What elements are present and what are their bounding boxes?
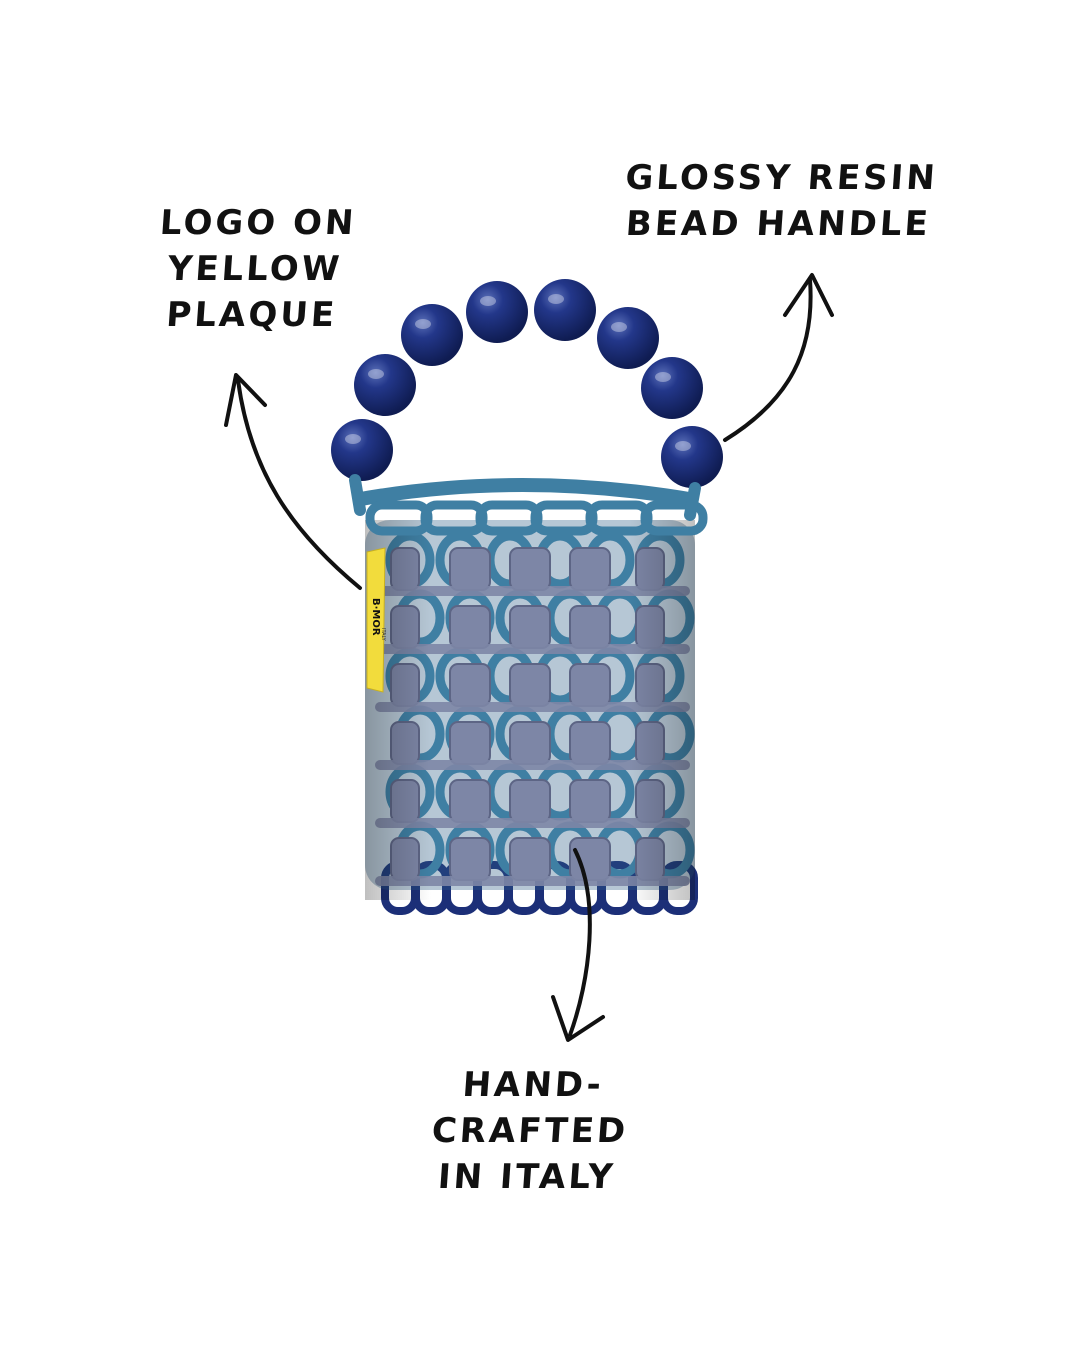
annotation-handle-line: bead handle xyxy=(624,204,933,244)
annotation-crafted-line: Hand- xyxy=(461,1065,606,1105)
rim-link xyxy=(530,500,598,536)
bag xyxy=(353,478,708,915)
arrow-logo xyxy=(236,378,362,590)
arrow-crafted xyxy=(568,848,592,1037)
rim-link xyxy=(365,500,433,536)
bead xyxy=(641,357,703,419)
rim-link xyxy=(420,500,488,536)
bead-highlight xyxy=(655,372,671,382)
bead-handle xyxy=(331,279,723,521)
bead-highlight xyxy=(480,296,496,306)
annotation-logo: Logo on yellow plaque xyxy=(125,200,385,338)
bead xyxy=(401,304,463,366)
annotation-crafted-line: crafted xyxy=(430,1111,630,1151)
bead xyxy=(661,426,723,488)
annotation-crafted-line: in Italy xyxy=(436,1157,617,1197)
plaque-sub-text: ITALY xyxy=(380,628,386,642)
plaque-logo-text: B·MOR xyxy=(370,598,381,636)
rim-link xyxy=(475,500,543,536)
annotation-logo-line: yellow xyxy=(166,249,344,289)
bead xyxy=(331,419,393,481)
bead xyxy=(534,279,596,341)
logo-plaque: B·MOR ITALY xyxy=(366,547,386,693)
annotation-logo-line: Logo on xyxy=(158,203,358,243)
bead xyxy=(597,307,659,369)
handle-connector xyxy=(684,482,701,521)
arrow-crafted-head xyxy=(551,995,605,1042)
bead xyxy=(466,281,528,343)
annotation-crafted: Hand- crafted in Italy xyxy=(390,1062,670,1200)
arrow-handle-head xyxy=(783,273,834,317)
bead-highlight xyxy=(611,322,627,332)
annotation-logo-line: plaque xyxy=(165,295,339,335)
bead-highlight xyxy=(675,441,691,451)
arrow-handle xyxy=(723,278,813,442)
annotation-handle: Glossy resin bead handle xyxy=(577,155,983,247)
arrow-logo-head xyxy=(224,373,267,427)
bead-highlight xyxy=(345,434,361,444)
handle-connector xyxy=(349,474,366,516)
annotation-handle-line: Glossy resin xyxy=(624,158,940,198)
bead-highlight xyxy=(415,319,431,329)
bead-highlight xyxy=(548,294,564,304)
rim-link xyxy=(640,500,708,536)
bead xyxy=(354,354,416,416)
bead-highlight xyxy=(368,369,384,379)
bag-rim xyxy=(365,500,708,536)
rim-link xyxy=(585,500,653,536)
